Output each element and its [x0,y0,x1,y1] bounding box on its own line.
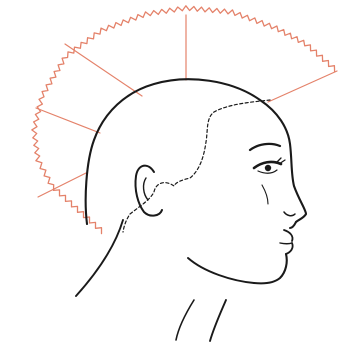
nostril [284,212,295,216]
ear-inner-fold [144,178,148,200]
front-neck-line [210,300,226,341]
nose-tip [290,222,296,228]
chin-outline [254,254,287,283]
guide-line-crown [65,44,142,96]
mohawk-guide [32,6,337,234]
jaw-outline [188,258,254,283]
eye-iris [265,165,271,171]
ear-outline [135,166,162,216]
back-neck-line [76,220,123,296]
guide-line-back [36,108,100,133]
upper-lip [284,230,293,241]
eyebrow [250,144,280,150]
cheek-contour [262,185,268,204]
throat-line [176,300,194,340]
lower-lip [286,243,293,254]
lip-line [280,243,292,244]
guide-line-front [268,71,337,102]
zigzag-hair-outline [32,6,335,234]
head-profile [76,79,306,341]
skull-outline [86,79,306,224]
